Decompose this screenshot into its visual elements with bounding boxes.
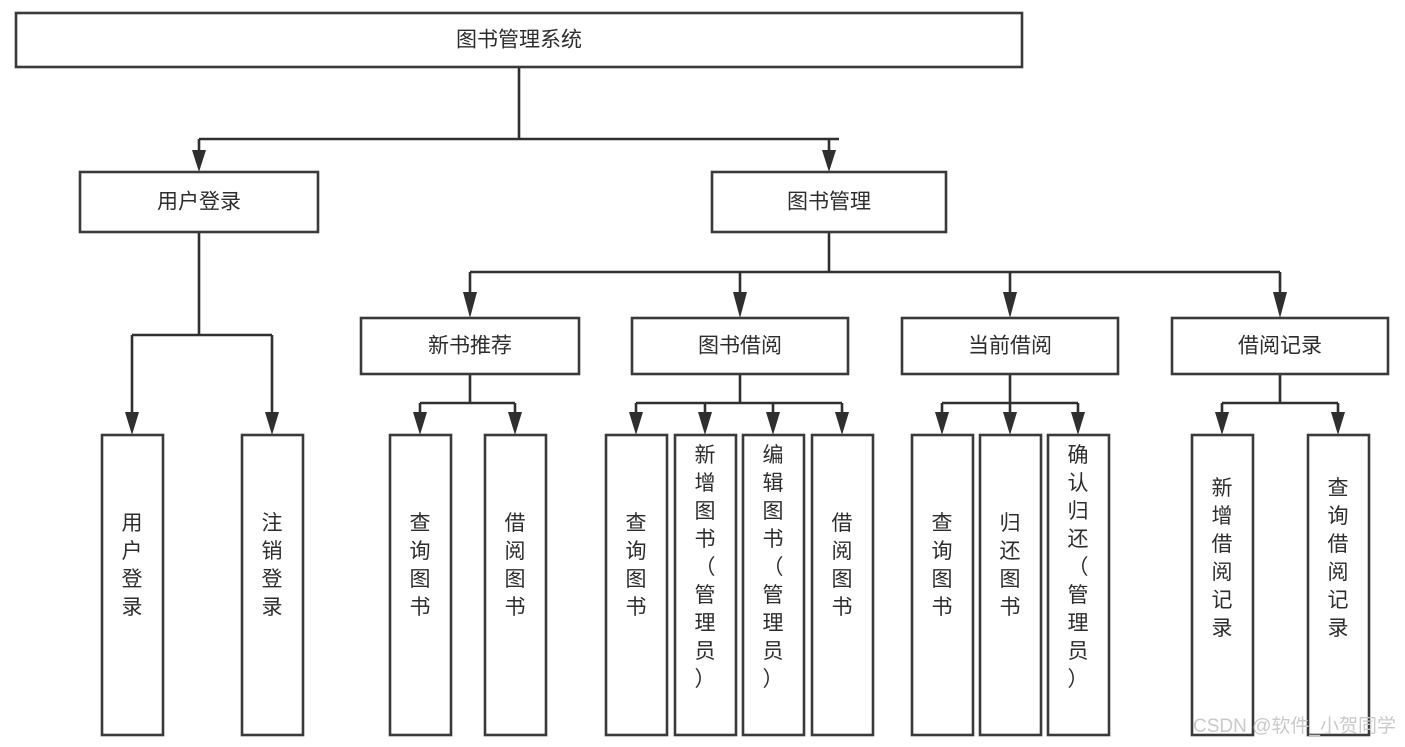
node-root-label: 图书管理系统	[456, 29, 582, 52]
leaf-cb-query-book-label: 查询图书	[932, 512, 953, 619]
leaf-node[interactable]: 借阅图书	[810, 433, 875, 737]
arrow-head-br-leaf0	[1215, 412, 1229, 435]
leaf-node[interactable]: 查询借阅记录	[1306, 433, 1371, 737]
node-book-manage-box[interactable]	[710, 170, 948, 234]
node-current-borrow-box[interactable]	[900, 316, 1120, 376]
leaf-cb-confirm-return-box[interactable]	[1046, 433, 1111, 737]
leaf-node[interactable]: 查询图书	[604, 433, 669, 737]
arrow-head-ul-leaf0	[125, 412, 139, 435]
node-book-manage[interactable]: 图书管理	[710, 170, 948, 234]
leaf-node[interactable]: 新增借阅记录	[1190, 433, 1255, 737]
leaf-bb-borrow-book-label: 借阅图书	[832, 512, 853, 619]
leaf-br-query-record-label: 查询借阅记录	[1328, 477, 1349, 640]
arrow-head-bb-leaf2	[766, 412, 780, 435]
leaf-bb-edit-book-label: 编辑图书（管理员）	[763, 444, 784, 691]
node-borrow-record-box[interactable]	[1170, 316, 1390, 376]
leaf-nbr-borrow-book-label: 借阅图书	[505, 512, 526, 619]
leaf-nbr-query-book-box[interactable]	[388, 433, 453, 737]
leaf-bb-borrow-book-box[interactable]	[810, 433, 875, 737]
leaf-bb-edit-book-box[interactable]	[741, 433, 806, 737]
node-borrow-record[interactable]: 借阅记录	[1170, 316, 1390, 376]
leaf-node[interactable]: 借阅图书	[483, 433, 548, 737]
leaf-bb-query-book-label: 查询图书	[626, 512, 647, 619]
node-user-login-box[interactable]	[78, 170, 320, 234]
node-new-book-recommend-box[interactable]	[359, 316, 581, 376]
leaf-bb-query-book-box[interactable]	[604, 433, 669, 737]
leaf-br-add-record-box[interactable]	[1190, 433, 1255, 737]
arrow-head-user-login	[192, 150, 206, 172]
leaf-node[interactable]: 查询图书	[910, 433, 975, 737]
leaf-node[interactable]: 确认归还（管理员）	[1046, 433, 1111, 737]
arrow-head-bb-leaf3	[835, 412, 849, 435]
leaf-cb-confirm-return-label: 确认归还（管理员）	[1068, 444, 1089, 691]
arrow-head-ul-leaf1	[265, 412, 279, 435]
node-user-login-label: 用户登录	[157, 191, 241, 214]
arrow-head-nbr-leaf0	[413, 412, 427, 435]
leaf-nbr-query-book-label: 查询图书	[410, 512, 431, 619]
node-book-borrow[interactable]: 图书借阅	[630, 316, 850, 376]
arrow-head-l3-1	[733, 292, 747, 318]
arrow-head-cb-leaf1	[1003, 412, 1017, 435]
leaf-node[interactable]: 注销登录	[240, 433, 305, 737]
leaf-bb-add-book-box[interactable]	[673, 433, 738, 737]
node-book-borrow-box[interactable]	[630, 316, 850, 376]
node-new-book-recommend-label: 新书推荐	[428, 335, 512, 358]
node-current-borrow[interactable]: 当前借阅	[900, 316, 1120, 376]
leaf-logout-label: 注销登录	[262, 512, 283, 619]
arrow-head-br-leaf1	[1331, 412, 1345, 435]
leaf-br-add-record-label: 新增借阅记录	[1212, 477, 1233, 640]
arrow-head-l3-2	[1003, 292, 1017, 318]
edge-layer	[125, 67, 1345, 435]
arrow-head-l3-0	[463, 292, 477, 318]
leaf-nbr-borrow-book-box[interactable]	[483, 433, 548, 737]
leaf-node[interactable]: 查询图书	[388, 433, 453, 737]
leaf-cb-query-book-box[interactable]	[910, 433, 975, 737]
node-borrow-record-label: 借阅记录	[1238, 335, 1322, 358]
csdn-watermark: CSDN @软件_小贺同学	[1193, 715, 1396, 737]
leaf-br-query-record-box[interactable]	[1306, 433, 1371, 737]
arrow-head-cb-leaf2	[1071, 412, 1085, 435]
leaf-node[interactable]: 编辑图书（管理员）	[741, 433, 806, 737]
leaf-cb-return-book-label: 归还图书	[1000, 512, 1021, 619]
node-root[interactable]: 图书管理系统	[14, 11, 1024, 69]
arrow-head-cb-leaf0	[935, 412, 949, 435]
leaf-node[interactable]: 用户登录	[100, 433, 165, 737]
arrow-head-bb-leaf0	[629, 412, 643, 435]
arrow-head-bb-leaf1	[698, 412, 712, 435]
node-new-book-recommend[interactable]: 新书推荐	[359, 316, 581, 376]
leaf-cb-return-book-box[interactable]	[978, 433, 1043, 737]
leaf-node[interactable]: 归还图书	[978, 433, 1043, 737]
node-current-borrow-label: 当前借阅	[968, 335, 1052, 358]
arrow-head-nbr-leaf1	[508, 412, 522, 435]
arrow-head-l3-3	[1273, 292, 1287, 318]
arrow-head-book-manage	[822, 150, 836, 172]
leaf-user-login-label: 用户登录	[122, 512, 143, 619]
leaf-user-login-box[interactable]	[100, 433, 165, 737]
leaf-node[interactable]: 新增图书（管理员）	[673, 433, 738, 737]
node-book-borrow-label: 图书借阅	[698, 335, 782, 358]
node-root-box[interactable]	[14, 11, 1024, 69]
leaf-logout-box[interactable]	[240, 433, 305, 737]
leaf-bb-add-book-label: 新增图书（管理员）	[695, 444, 716, 691]
node-book-manage-label: 图书管理	[787, 191, 871, 214]
node-user-login[interactable]: 用户登录	[78, 170, 320, 234]
